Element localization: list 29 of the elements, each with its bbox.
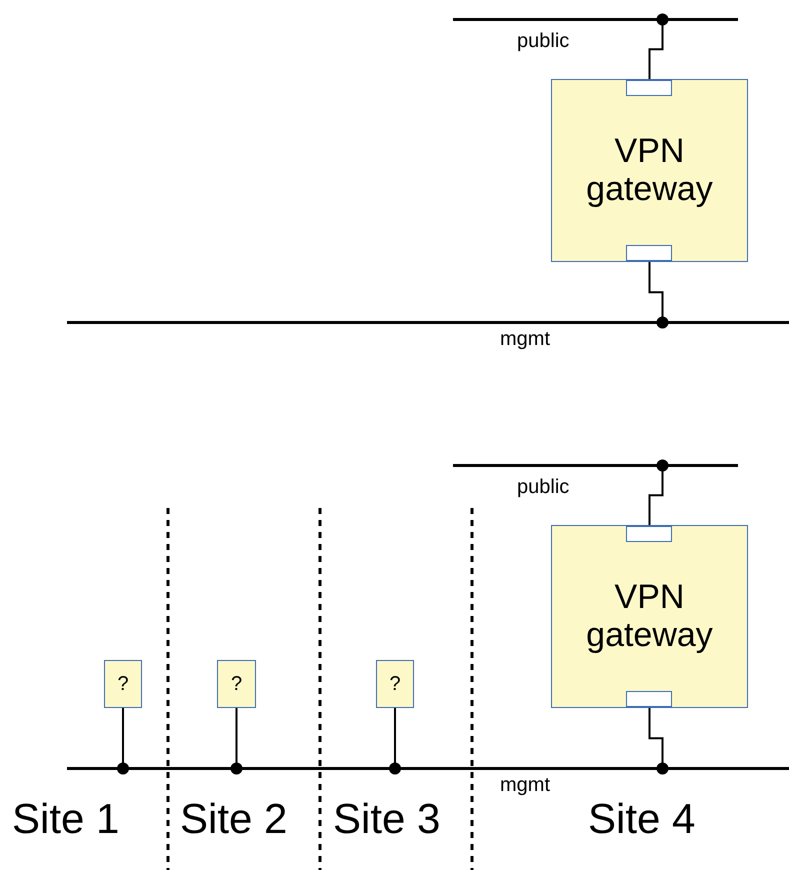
- network-bus-line: [453, 464, 738, 467]
- bus-label: public: [517, 476, 570, 499]
- device-box: [376, 660, 414, 708]
- connector-line: [648, 460, 668, 525]
- network-bus-line: [67, 767, 789, 770]
- connector-line: [648, 14, 668, 79]
- connector-line: [648, 262, 668, 328]
- gateway-box: [551, 525, 748, 708]
- device-label: ?: [389, 673, 401, 695]
- device-box: [217, 660, 256, 708]
- site-label: Site 4: [588, 795, 696, 843]
- network-bus-line: [453, 18, 738, 21]
- bus-label: mgmt: [500, 774, 550, 797]
- gateway-label: VPN gateway: [585, 133, 714, 208]
- connector-line: [117, 708, 129, 774]
- network-bus-line: [67, 321, 789, 324]
- site-label: Site 2: [180, 795, 288, 843]
- site-label: Site 3: [333, 795, 440, 843]
- device-box: [104, 660, 142, 708]
- connector-line: [648, 708, 668, 774]
- device-label: ?: [230, 673, 242, 695]
- gateway-box: [551, 79, 748, 262]
- bus-label: public: [517, 30, 570, 53]
- site-label: Site 1: [12, 795, 120, 843]
- connector-line: [230, 708, 242, 774]
- gateway-label: VPN gateway: [585, 579, 714, 654]
- device-label: ?: [117, 673, 129, 695]
- bus-label: mgmt: [500, 328, 550, 351]
- connector-line: [389, 708, 401, 774]
